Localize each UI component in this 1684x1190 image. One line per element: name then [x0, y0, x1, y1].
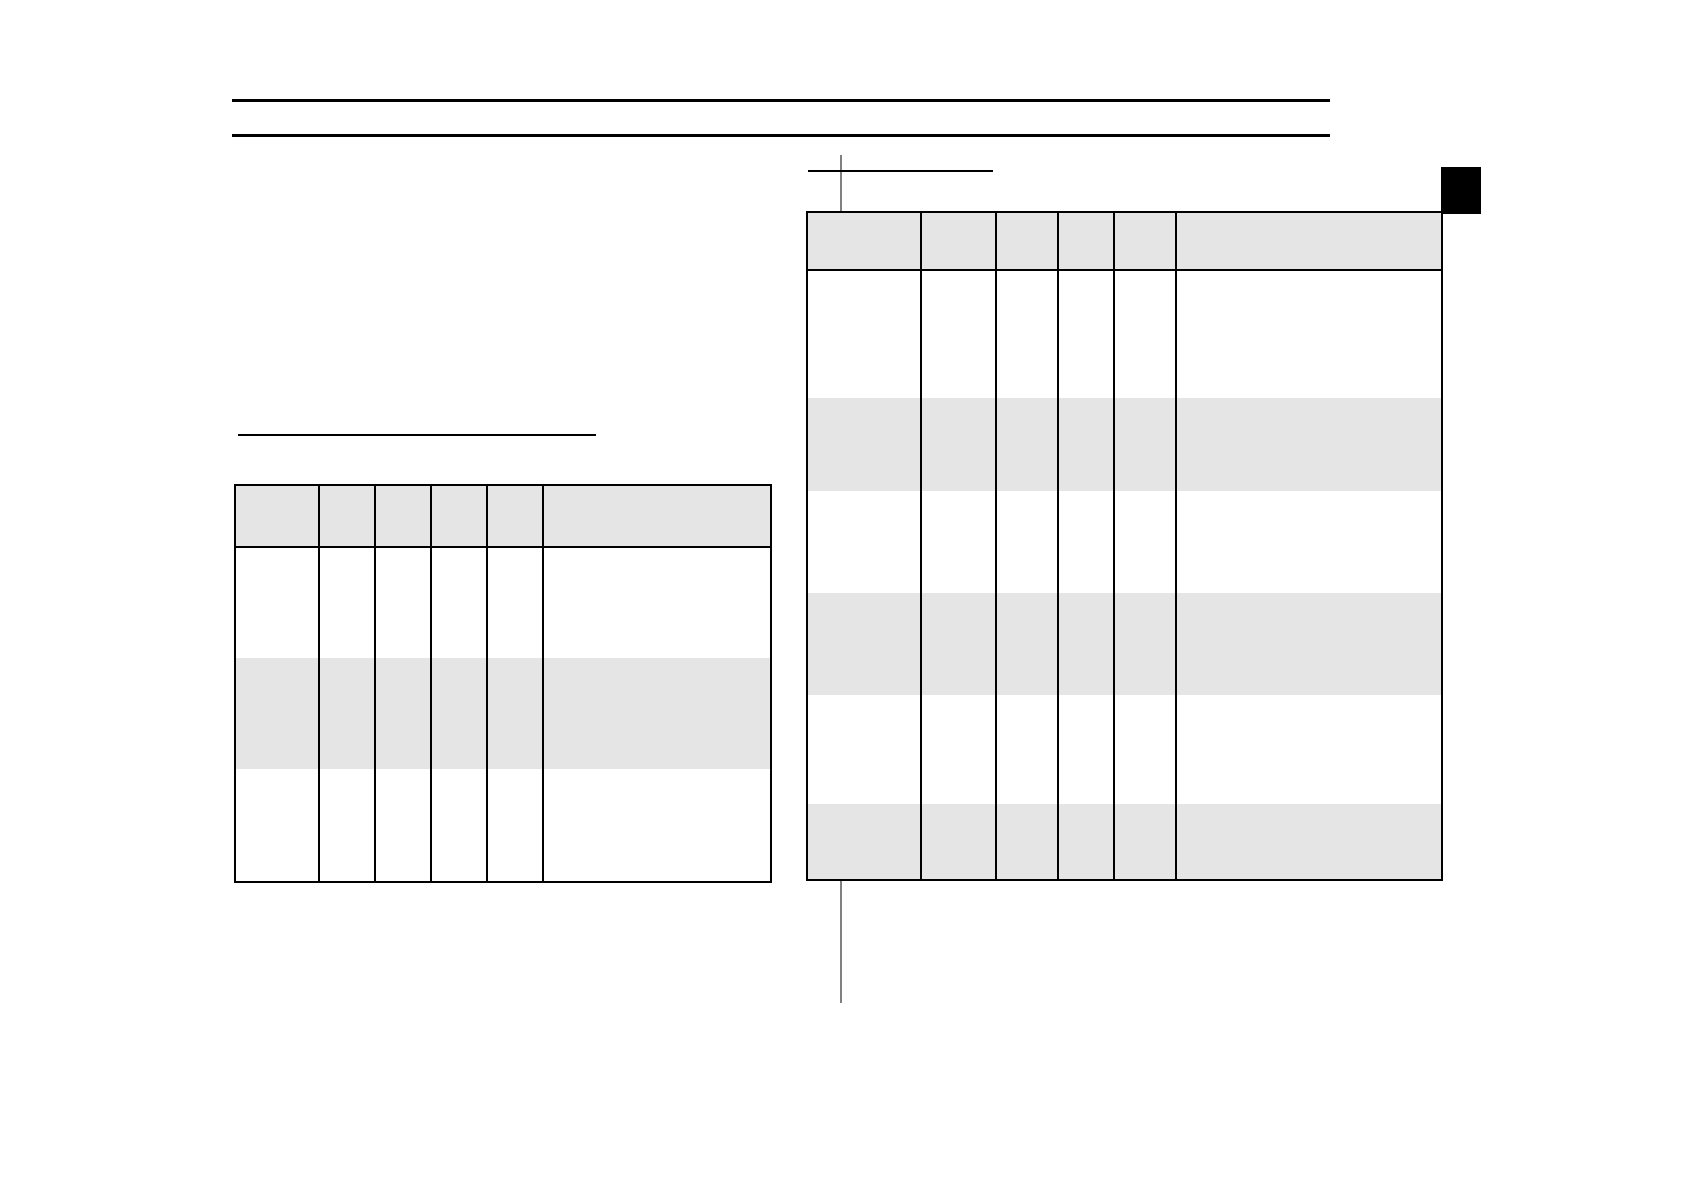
table-cell: [1174, 270, 1442, 398]
table-cell: [1113, 804, 1177, 880]
table-cell: [995, 593, 1059, 695]
table-header-row: [235, 485, 771, 548]
table-cell: [919, 593, 998, 695]
column-header: [542, 485, 771, 548]
table-cell: [807, 491, 922, 593]
table-cell: [235, 547, 320, 658]
right-section-rule: [808, 170, 993, 172]
right-table-header: [807, 212, 1442, 271]
table-row: [235, 769, 771, 882]
table-cell: [1174, 695, 1442, 804]
table-cell: [807, 398, 922, 491]
table-cell: [374, 547, 432, 658]
table-cell: [1056, 398, 1116, 491]
divider-segment: [840, 873, 842, 1003]
table-cell: [235, 769, 320, 882]
table-row: [807, 398, 1442, 491]
column-header: [318, 485, 376, 548]
table-cell: [430, 547, 488, 658]
column-header: [995, 212, 1059, 271]
right-data-table: [806, 211, 1443, 881]
table-cell: [235, 658, 320, 769]
section-tab-marker: [1441, 167, 1481, 214]
table-cell: [1056, 804, 1116, 880]
table-cell: [995, 804, 1059, 880]
table-cell: [1056, 695, 1116, 804]
column-header: [1174, 212, 1442, 271]
table-cell: [995, 270, 1059, 398]
table-cell: [1174, 398, 1442, 491]
table-cell: [1056, 593, 1116, 695]
table-cell: [430, 658, 488, 769]
table-cell: [919, 491, 998, 593]
header-rule-bottom: [232, 134, 1330, 137]
column-header: [430, 485, 488, 548]
table-cell: [486, 769, 544, 882]
table-cell: [919, 695, 998, 804]
table-row: [807, 804, 1442, 880]
table-cell: [995, 695, 1059, 804]
column-header: [374, 485, 432, 548]
table-row: [807, 270, 1442, 398]
table-cell: [995, 491, 1059, 593]
table-cell: [995, 398, 1059, 491]
column-header: [1113, 212, 1177, 271]
table-cell: [1056, 491, 1116, 593]
table-cell: [1174, 804, 1442, 880]
table-cell: [919, 398, 998, 491]
table-row: [807, 491, 1442, 593]
table-cell: [807, 593, 922, 695]
table-cell: [1174, 593, 1442, 695]
table-row: [235, 658, 771, 769]
table-cell: [1174, 491, 1442, 593]
table-cell: [542, 769, 771, 882]
table-cell: [807, 270, 922, 398]
table-cell: [807, 804, 922, 880]
table-cell: [1113, 270, 1177, 398]
table-row: [807, 695, 1442, 804]
table-cell: [318, 547, 376, 658]
table-cell: [486, 547, 544, 658]
column-header: [807, 212, 922, 271]
left-table-header: [235, 485, 771, 548]
table-row: [807, 593, 1442, 695]
table-cell: [1113, 491, 1177, 593]
table-cell: [430, 769, 488, 882]
table-cell: [374, 658, 432, 769]
table-cell: [807, 695, 922, 804]
table-cell: [318, 769, 376, 882]
table-cell: [1113, 695, 1177, 804]
table-cell: [1113, 593, 1177, 695]
column-header: [486, 485, 544, 548]
table-row: [235, 547, 771, 658]
column-header: [235, 485, 320, 548]
header-rule-top: [232, 99, 1330, 102]
table-cell: [318, 658, 376, 769]
table-header-row: [807, 212, 1442, 271]
table-cell: [1056, 270, 1116, 398]
table-cell: [919, 270, 998, 398]
column-header: [919, 212, 998, 271]
left-table-body: [235, 547, 771, 882]
right-table-body: [807, 270, 1442, 880]
table-cell: [1113, 398, 1177, 491]
table-cell: [374, 769, 432, 882]
table-cell: [542, 658, 771, 769]
left-data-table: [234, 484, 772, 883]
column-header: [1056, 212, 1116, 271]
table-cell: [919, 804, 998, 880]
table-cell: [486, 658, 544, 769]
left-section-rule: [238, 434, 596, 436]
table-cell: [542, 547, 771, 658]
